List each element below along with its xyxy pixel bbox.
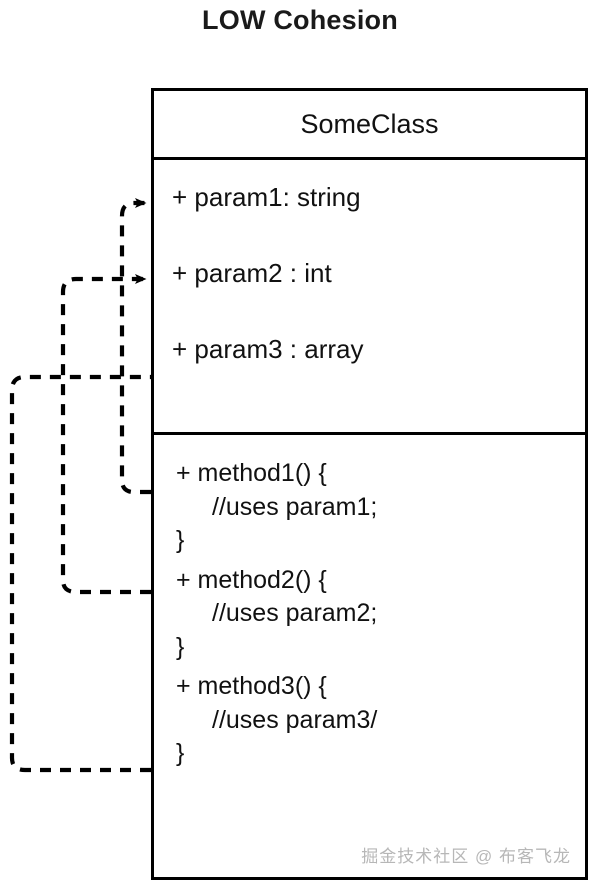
method-body-method3: //uses param3/ — [212, 705, 378, 734]
method-close-method3: } — [176, 739, 185, 767]
method-body-method2: //uses param2; — [212, 599, 378, 627]
methods-compartment: + method1() { //uses param1; } + method2… — [154, 435, 585, 877]
attribute-row-param1: + param1: string — [172, 182, 361, 212]
connector-method3-to-param3 — [9, 372, 174, 773]
class-header: SomeClass — [154, 91, 585, 160]
method-block-method3: + method3() { //uses param3/ } — [176, 670, 585, 771]
class-name: SomeClass — [300, 108, 439, 139]
method-signature-method2: + method2() { — [176, 565, 327, 594]
class-box-someclass: SomeClass + param1: string + param2 : in… — [151, 88, 588, 880]
attributes-compartment: + param1: string + param2 : int + param3… — [154, 160, 585, 435]
method-signature-method1: + method1() { — [176, 459, 327, 487]
method-block-method1: + method1() { //uses param1; } — [176, 457, 585, 558]
method-block-method2: + method2() { //uses param2; } — [176, 564, 585, 665]
method-close-method2: } — [176, 632, 185, 661]
page-title: LOW Cohesion — [202, 5, 398, 35]
connector-method2-to-param2 — [60, 274, 151, 595]
method-close-method1: } — [176, 526, 185, 554]
method-signature-method3: + method3() { — [176, 672, 327, 700]
attribute-row-param3: + param3 : array — [172, 334, 364, 364]
attribute-row-param2: + param2 : int — [172, 258, 332, 288]
method-body-method1: //uses param1; — [212, 492, 378, 521]
watermark: 掘金技术社区 @ 布客飞龙 — [361, 847, 571, 866]
connector-method1-to-param1 — [119, 198, 151, 495]
